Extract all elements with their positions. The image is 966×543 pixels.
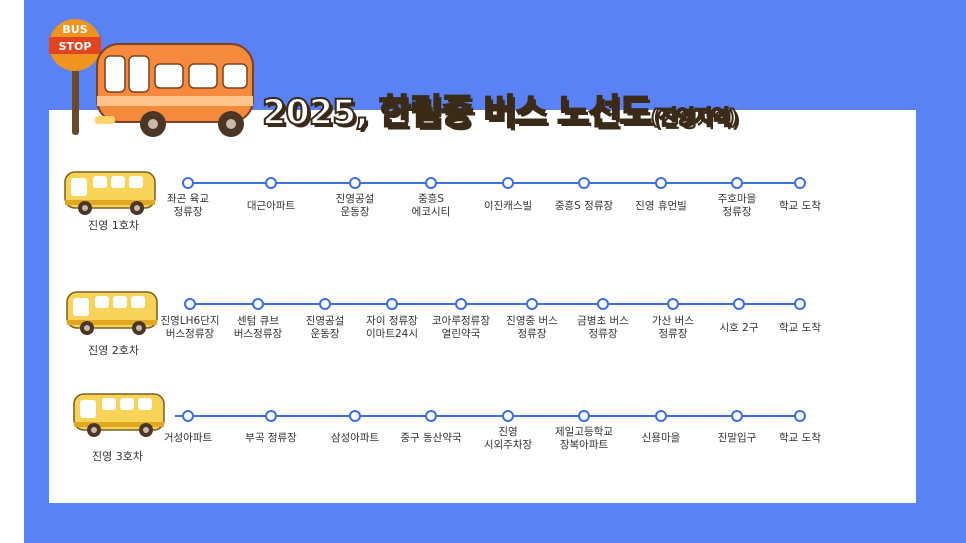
stop-label: 이진캐스빌 bbox=[483, 200, 533, 212]
title-main: 2025, 한림중 버스 노선도 bbox=[261, 92, 653, 134]
stop-dot bbox=[578, 410, 590, 422]
stop-dot bbox=[349, 410, 361, 422]
stop-label: 대근아파트 bbox=[246, 200, 296, 212]
stop-label: 자이 정류장 이마트24시 bbox=[365, 315, 418, 340]
stop-dot bbox=[794, 298, 806, 310]
stop-dot bbox=[733, 298, 745, 310]
route-line bbox=[186, 182, 798, 184]
stop-label: 주호마을 정류장 bbox=[717, 193, 757, 218]
stop-label: 삼성아파트 bbox=[330, 432, 380, 444]
stop-dot bbox=[252, 298, 264, 310]
stop-label: 중구 동산약국 bbox=[400, 432, 462, 444]
stop-label: 거성아파트 bbox=[163, 432, 213, 444]
stop-dot bbox=[578, 177, 590, 189]
stop-label: 부곡 정류장 bbox=[245, 432, 297, 444]
stop-dot bbox=[182, 177, 194, 189]
stop-label: 진영LH6단지 버스정류장 bbox=[160, 315, 220, 340]
stop-label: 중흥S 에코시티 bbox=[411, 193, 451, 218]
stop-dot bbox=[526, 298, 538, 310]
stop-dot bbox=[731, 177, 743, 189]
stop-label: 신용마을 bbox=[641, 432, 681, 444]
sign-line2: STOP bbox=[59, 40, 92, 53]
stop-label: 가산 버스 정류장 bbox=[652, 315, 694, 340]
stop-label: 진영 휴먼빌 bbox=[635, 200, 687, 212]
stop-dot bbox=[349, 177, 361, 189]
yellow-bus-icon bbox=[73, 393, 165, 437]
stop-dot bbox=[667, 298, 679, 310]
route-name: 진영 2호차 bbox=[88, 344, 139, 357]
stop-dot bbox=[794, 177, 806, 189]
stop-dot bbox=[597, 298, 609, 310]
stop-dot bbox=[425, 410, 437, 422]
stop-label: 시호 2구 bbox=[719, 322, 759, 334]
stop-label: 진말입구 bbox=[717, 432, 757, 444]
stop-dot bbox=[502, 410, 514, 422]
bus-stop-sign-icon: BUS STOP bbox=[49, 19, 101, 135]
stop-dot bbox=[502, 177, 514, 189]
stop-dot bbox=[655, 410, 667, 422]
stop-label: 진영중 버스 정류장 bbox=[506, 315, 558, 340]
stop-dot bbox=[184, 298, 196, 310]
route-line bbox=[185, 303, 798, 305]
stop-dot bbox=[319, 298, 331, 310]
stop-label: 금병초 버스 정류장 bbox=[577, 315, 629, 340]
route-name: 진영 3호차 bbox=[92, 450, 143, 463]
route-name: 진영 1호차 bbox=[88, 219, 139, 232]
stop-label: 학교 도착 bbox=[779, 322, 821, 334]
stop-label: 제일고등학교 장복아파트 bbox=[555, 426, 613, 451]
stop-dot bbox=[655, 177, 667, 189]
sign-line1: BUS bbox=[62, 23, 87, 36]
stop-dot bbox=[265, 177, 277, 189]
stop-dot bbox=[794, 410, 806, 422]
route-line bbox=[175, 415, 798, 417]
stop-dot bbox=[265, 410, 277, 422]
orange-bus-icon bbox=[95, 43, 254, 137]
stop-dot bbox=[425, 177, 437, 189]
stop-label: 좌곤 육교 정류장 bbox=[167, 193, 209, 218]
stop-dot bbox=[386, 298, 398, 310]
stop-label: 진영 시외주차장 bbox=[483, 426, 533, 451]
page-title: 2025, 한림중 버스 노선도(진영지역) bbox=[261, 84, 739, 134]
yellow-bus-icon bbox=[64, 171, 156, 215]
stop-label: 진영공설 운동장 bbox=[305, 315, 345, 340]
stop-label: 진영공설 운동장 bbox=[335, 193, 375, 218]
stop-label: 학교 도착 bbox=[779, 200, 821, 212]
stop-label: 센텀 큐브 버스정류장 bbox=[233, 315, 283, 340]
stop-dot bbox=[731, 410, 743, 422]
stop-label: 학교 도착 bbox=[779, 432, 821, 444]
stop-dot bbox=[182, 410, 194, 422]
stop-dot bbox=[455, 298, 467, 310]
stop-label: 코아루정류장 열린약국 bbox=[432, 315, 490, 340]
yellow-bus-icon bbox=[66, 291, 158, 335]
stop-label: 중흥S 정류장 bbox=[554, 200, 614, 212]
title-sub: (진영지역) bbox=[650, 104, 739, 130]
